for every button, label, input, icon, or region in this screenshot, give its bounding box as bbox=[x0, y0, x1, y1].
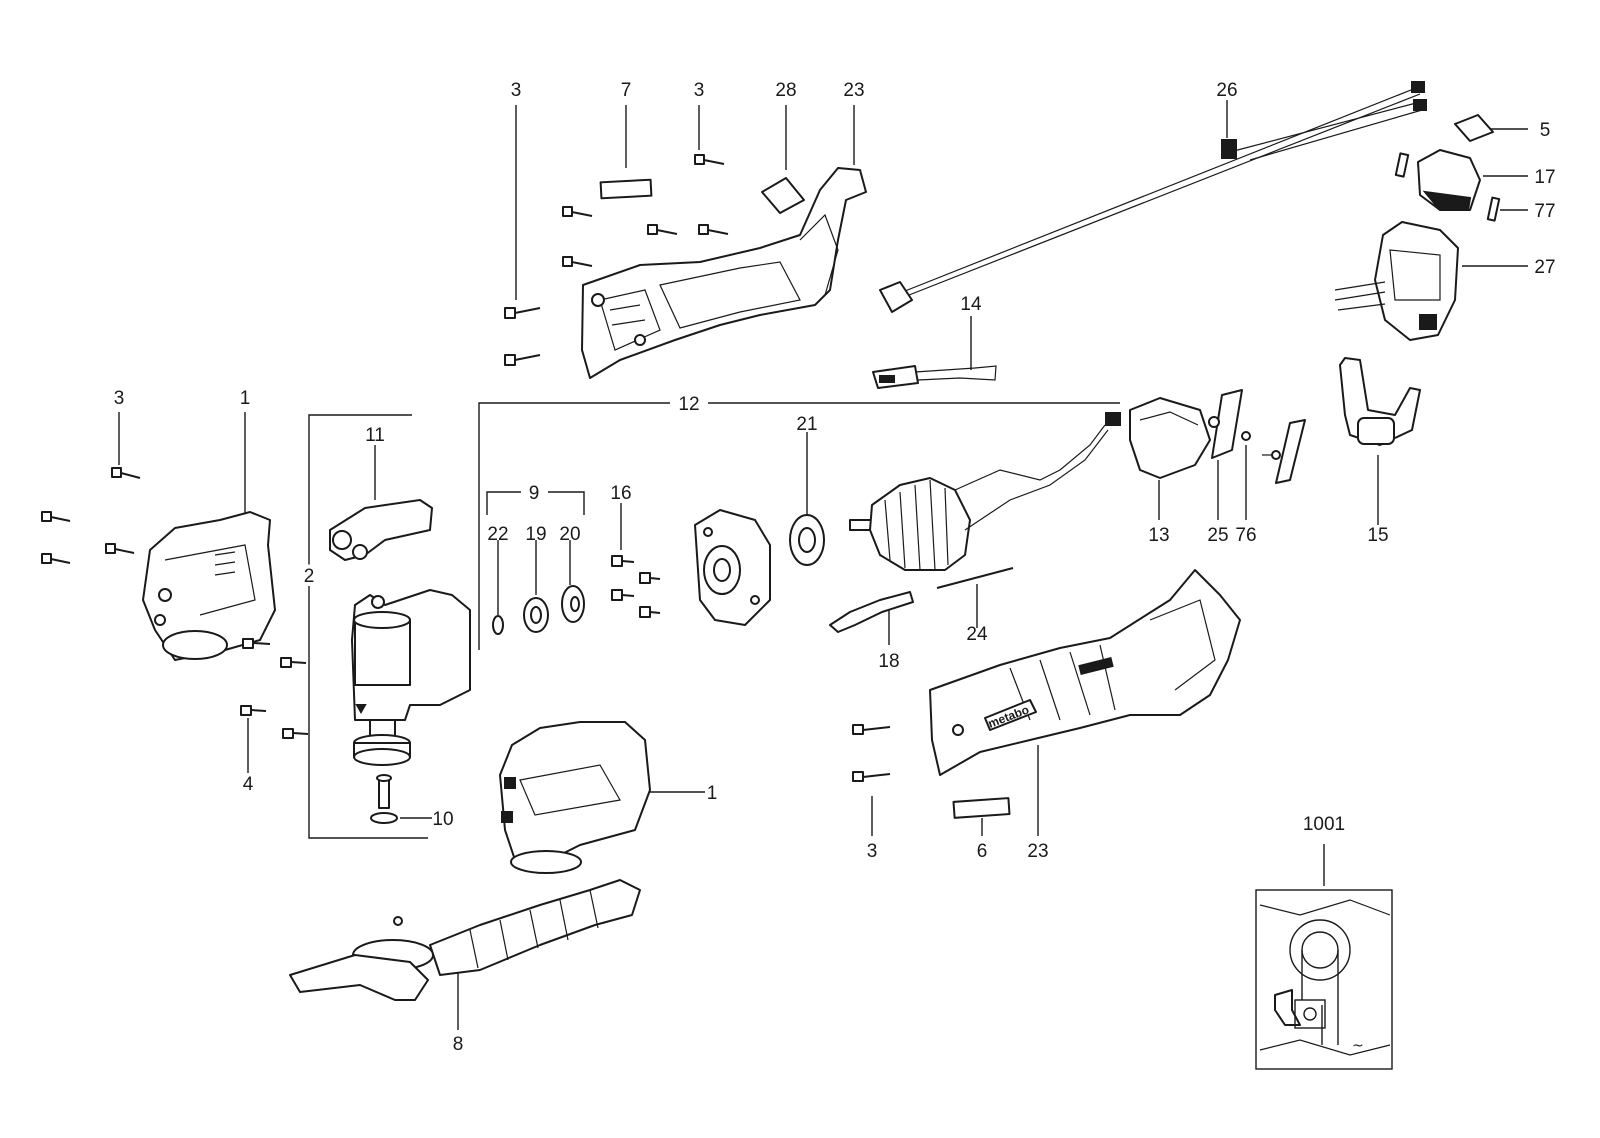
label-1: 1 bbox=[240, 388, 251, 409]
part-1-front-cover: 1 bbox=[499, 721, 718, 874]
part-23-housing-half-bottom: 23 metabo bbox=[929, 569, 1241, 862]
label-1001: 1001 bbox=[1303, 814, 1345, 835]
label-22: 22 bbox=[487, 524, 508, 545]
part-6-label-plate: 6 bbox=[952, 797, 1011, 862]
label-24: 24 bbox=[966, 624, 988, 645]
part-11-lever: 11 bbox=[329, 425, 433, 561]
part-motor-stator-rotor bbox=[849, 412, 1121, 571]
part-17-switch: 17 bbox=[1394, 149, 1556, 211]
label-3-d: 3 bbox=[867, 841, 878, 862]
part-3-screws-lower: 3 bbox=[852, 724, 891, 862]
part-2-gearhead-bracket: 2 bbox=[300, 414, 428, 839]
label-3-b: 3 bbox=[694, 80, 705, 101]
label-4: 4 bbox=[243, 774, 254, 795]
part-23-housing-half-top: 23 bbox=[581, 80, 867, 379]
part-3-screws-housing: 3 bbox=[562, 80, 729, 267]
part-7-label-plate: 7 bbox=[599, 80, 653, 200]
part-1-motor-housing-cover: 1 bbox=[142, 388, 276, 661]
part-18-contact-spring: 18 bbox=[829, 591, 914, 672]
label-8: 8 bbox=[453, 1034, 464, 1055]
part-20-eccentric: 20 bbox=[559, 524, 585, 623]
label-2: 2 bbox=[304, 566, 315, 587]
label-15: 15 bbox=[1367, 525, 1388, 546]
label-3: 3 bbox=[511, 80, 522, 101]
part-19-washer: 19 bbox=[523, 524, 549, 633]
part-3-screws-left: 3 bbox=[41, 388, 141, 564]
part-9-bracket: 9 bbox=[486, 483, 585, 515]
part-25-brush-plate: 25 bbox=[1207, 389, 1243, 546]
label-21: 21 bbox=[796, 414, 817, 435]
label-76: 76 bbox=[1235, 525, 1256, 546]
label-6: 6 bbox=[977, 841, 988, 862]
label-17: 17 bbox=[1534, 167, 1555, 188]
label-77: 77 bbox=[1534, 201, 1555, 222]
part-76-screw: 76 bbox=[1235, 431, 1257, 546]
part-4-screws: 4 bbox=[240, 638, 309, 795]
part-10-flange-screw: 10 bbox=[370, 774, 454, 830]
part-brush-holder bbox=[1262, 419, 1306, 484]
part-28-sticker: 28 bbox=[761, 80, 805, 214]
part-26-cable-harness: 26 bbox=[879, 80, 1427, 313]
label-23: 23 bbox=[843, 80, 864, 101]
part-13-fan-guard: 13 bbox=[1129, 397, 1211, 546]
label-12: 12 bbox=[678, 394, 699, 415]
part-15-handle-bracket: 15 bbox=[1339, 357, 1421, 546]
part-21-ball-bearing: 21 bbox=[789, 414, 825, 566]
part-8-dust-extraction: 8 bbox=[289, 879, 641, 1055]
label-23-b: 23 bbox=[1027, 841, 1048, 862]
label-3-c: 3 bbox=[114, 388, 125, 409]
label-20: 20 bbox=[559, 524, 580, 545]
svg-text:~: ~ bbox=[1352, 1038, 1364, 1054]
part-3-screw-top-left: 3 bbox=[504, 80, 541, 366]
part-5-sticker: 5 bbox=[1454, 114, 1551, 142]
label-7: 7 bbox=[621, 80, 632, 101]
label-25: 25 bbox=[1207, 525, 1228, 546]
label-10: 10 bbox=[432, 809, 453, 830]
label-5: 5 bbox=[1540, 120, 1551, 141]
part-1001-wiring-schematic: 1001 ~ bbox=[1255, 814, 1393, 1070]
label-1-b: 1 bbox=[707, 783, 718, 804]
part-14-connector-cable: 14 bbox=[872, 294, 997, 389]
label-26: 26 bbox=[1216, 80, 1237, 101]
label-16: 16 bbox=[610, 483, 631, 504]
part-77-pin: 77 bbox=[1486, 196, 1556, 222]
label-19: 19 bbox=[525, 524, 546, 545]
part-16-screws: 16 bbox=[610, 483, 661, 618]
label-28: 28 bbox=[775, 80, 796, 101]
label-11: 11 bbox=[365, 425, 385, 446]
label-14: 14 bbox=[960, 294, 982, 315]
part-bearing-flange bbox=[694, 509, 771, 626]
part-24-pin: 24 bbox=[936, 567, 1014, 645]
label-13: 13 bbox=[1148, 525, 1169, 546]
part-gearhead-assembly bbox=[351, 589, 471, 766]
label-18: 18 bbox=[878, 651, 899, 672]
part-22-retaining-ring: 22 bbox=[487, 524, 509, 635]
label-27: 27 bbox=[1534, 257, 1555, 278]
part-27-electronics-module: 27 bbox=[1334, 221, 1556, 341]
part-12-bracket: 12 bbox=[478, 394, 1120, 650]
label-9: 9 bbox=[529, 483, 540, 504]
